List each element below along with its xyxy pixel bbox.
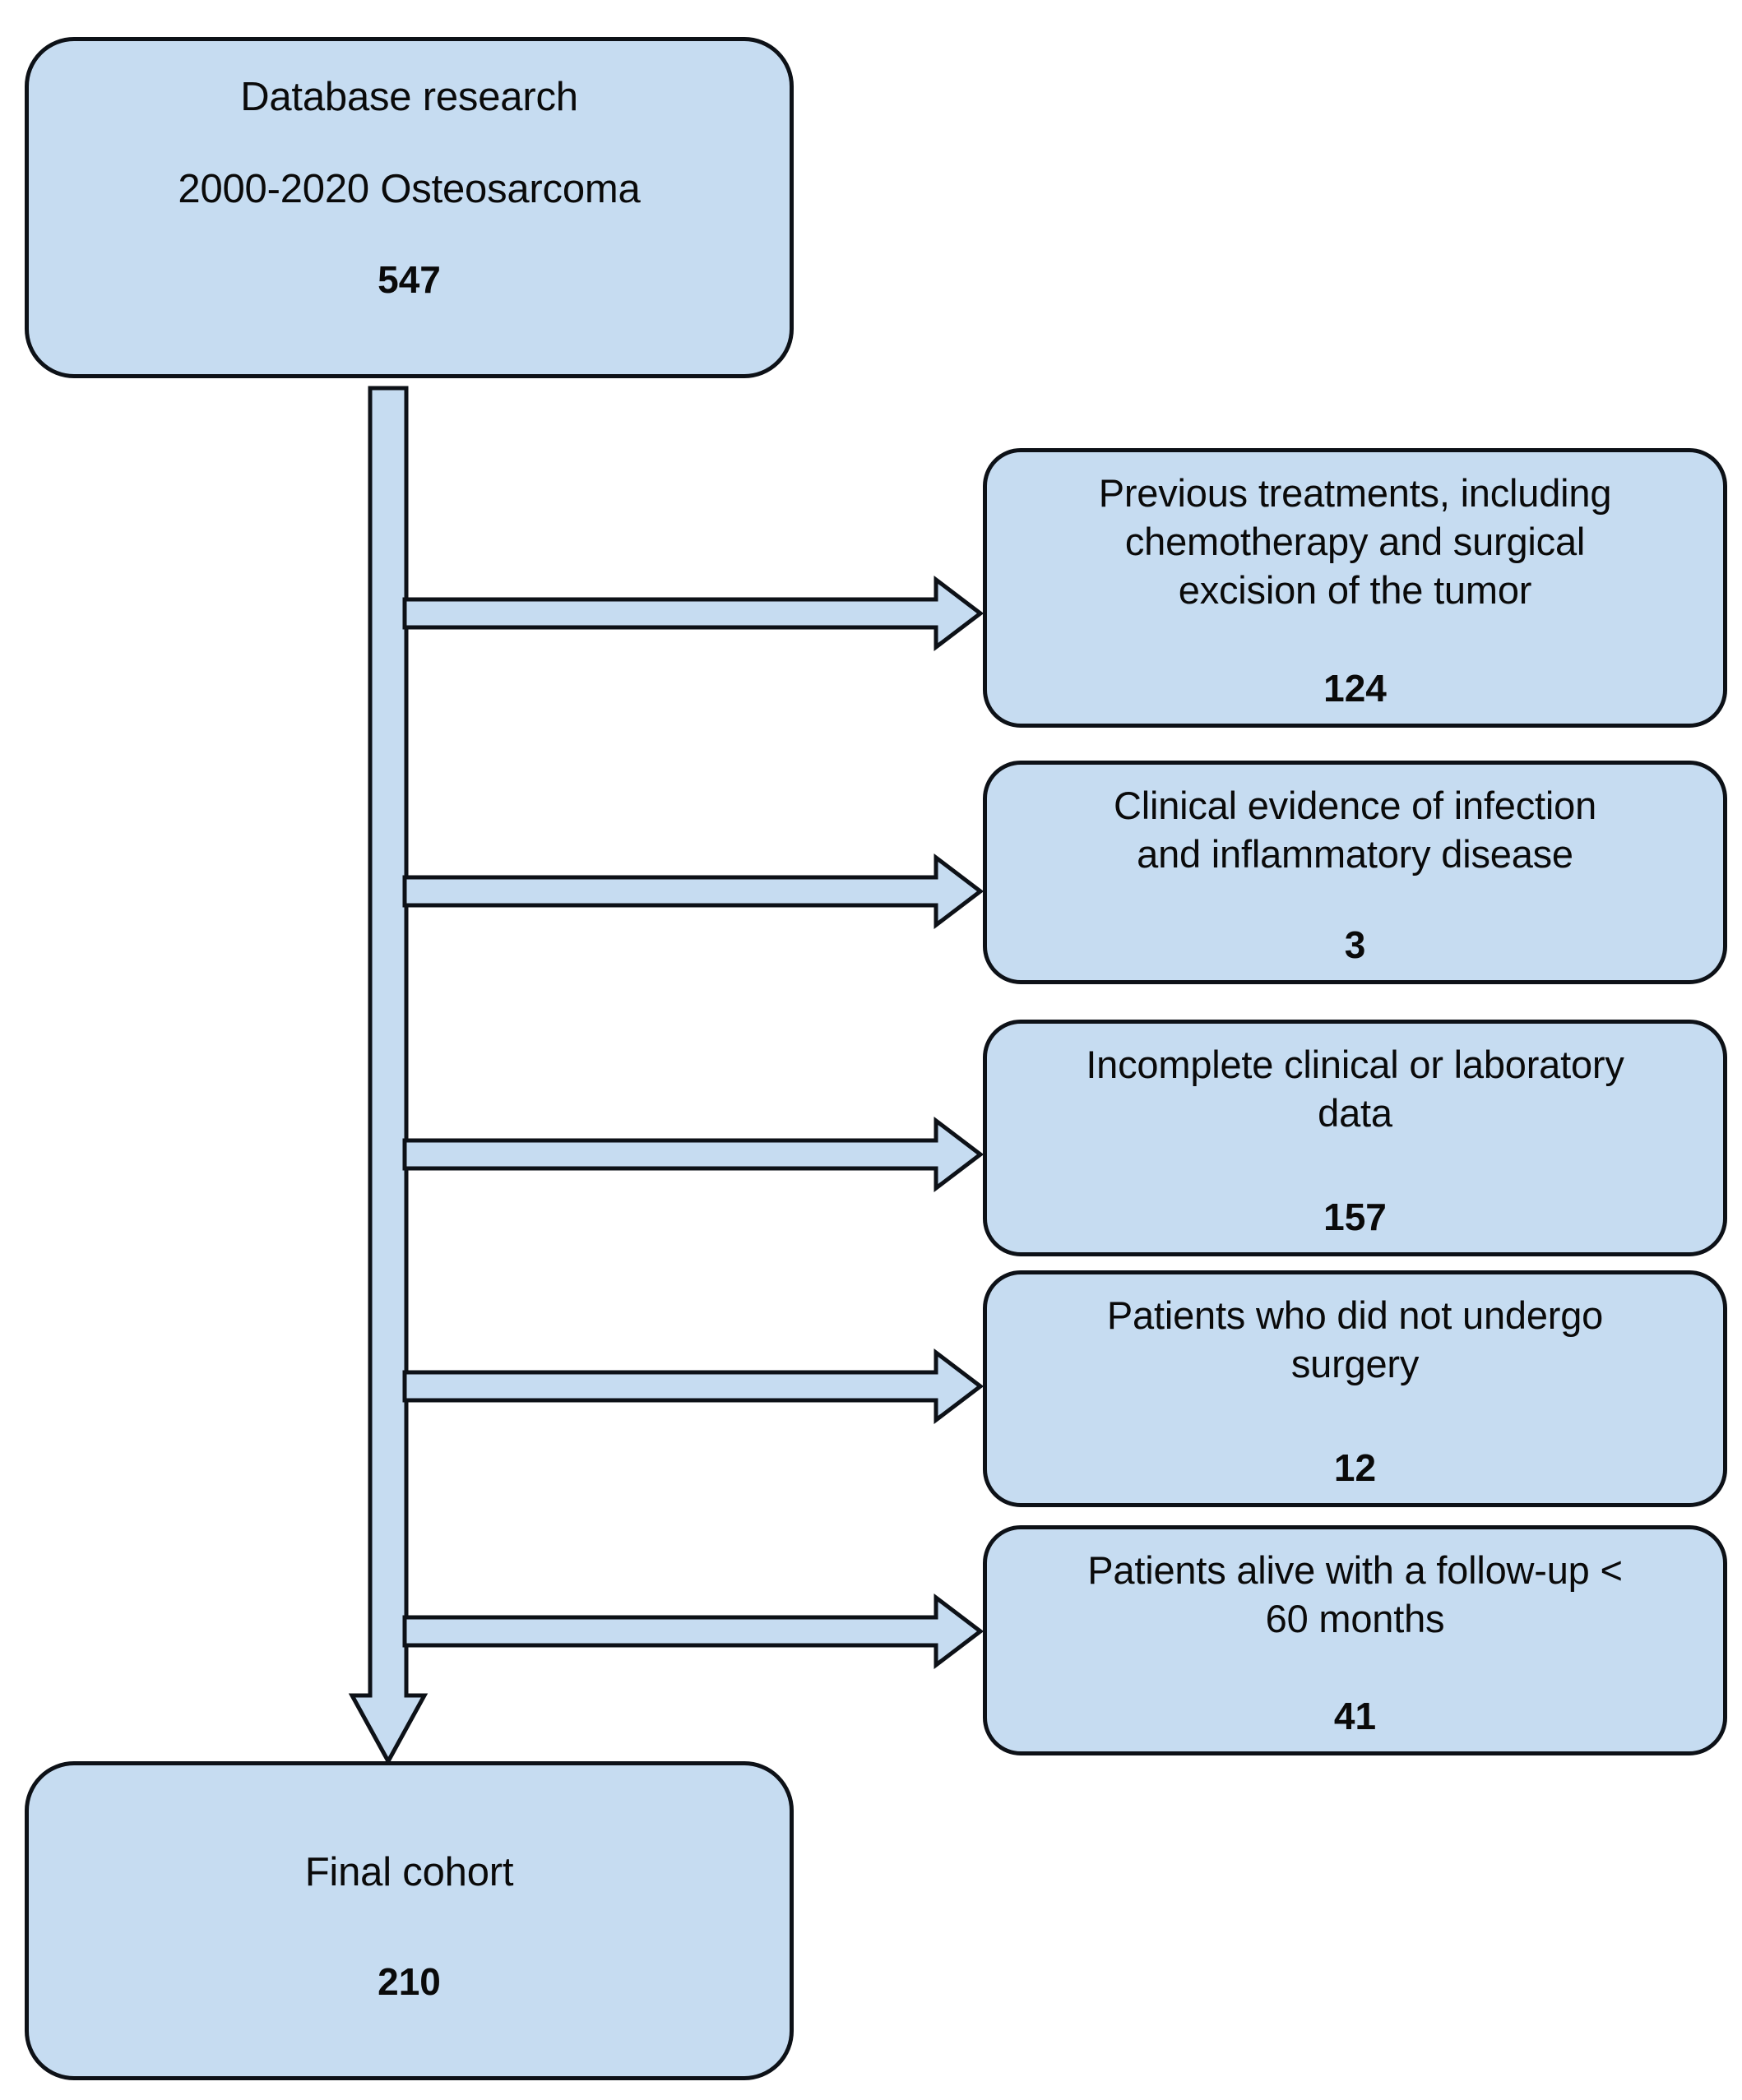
source-box-line-1: Database research <box>240 75 578 119</box>
exclusion-box-count: 3 <box>1344 923 1366 966</box>
exclusion-box-count: 157 <box>1323 1196 1387 1238</box>
exclusion-box-label: Clinical evidence of infection and infla… <box>1113 784 1597 877</box>
exclusion-box-count: 12 <box>1333 1446 1377 1489</box>
exclusion-box-previous-treatments: Previous treatments, including chemother… <box>983 448 1727 728</box>
exclusion-box-no-surgery: Patients who did not undergo surgery 12 <box>983 1270 1727 1507</box>
exclusion-box-label: Patients who did not undergo surgery <box>1106 1293 1604 1386</box>
main-flow-down-arrow <box>348 386 429 1766</box>
final-box-count: 210 <box>378 1959 441 2003</box>
exclusion-arrow-2 <box>402 853 985 930</box>
final-box-line-1: Final cohort <box>304 1850 514 1894</box>
exclusion-arrow-5 <box>402 1593 985 1670</box>
source-box-line-2: 2000-2020 Osteosarcoma <box>178 166 641 211</box>
final-cohort-box: Final cohort 210 <box>25 1761 794 2080</box>
exclusion-arrow-3 <box>402 1116 985 1193</box>
exclusion-box-count: 41 <box>1333 1695 1377 1737</box>
exclusion-arrow-4 <box>402 1348 985 1425</box>
source-box-count: 547 <box>378 258 441 302</box>
exclusion-box-label: Patients alive with a follow-up < 60 mon… <box>1087 1548 1623 1641</box>
exclusion-box-short-followup: Patients alive with a follow-up < 60 mon… <box>983 1525 1727 1755</box>
exclusion-box-infection-inflammatory: Clinical evidence of infection and infla… <box>983 761 1727 984</box>
exclusion-box-count: 124 <box>1323 667 1387 710</box>
exclusion-arrow-1 <box>402 575 985 652</box>
source-cohort-box: Database research 2000-2020 Osteosarcoma… <box>25 37 794 378</box>
exclusion-box-incomplete-data: Incomplete clinical or laboratory data 1… <box>983 1020 1727 1256</box>
exclusion-box-label: Incomplete clinical or laboratory data <box>1086 1043 1624 1136</box>
exclusion-box-label: Previous treatments, including chemother… <box>1098 471 1612 613</box>
